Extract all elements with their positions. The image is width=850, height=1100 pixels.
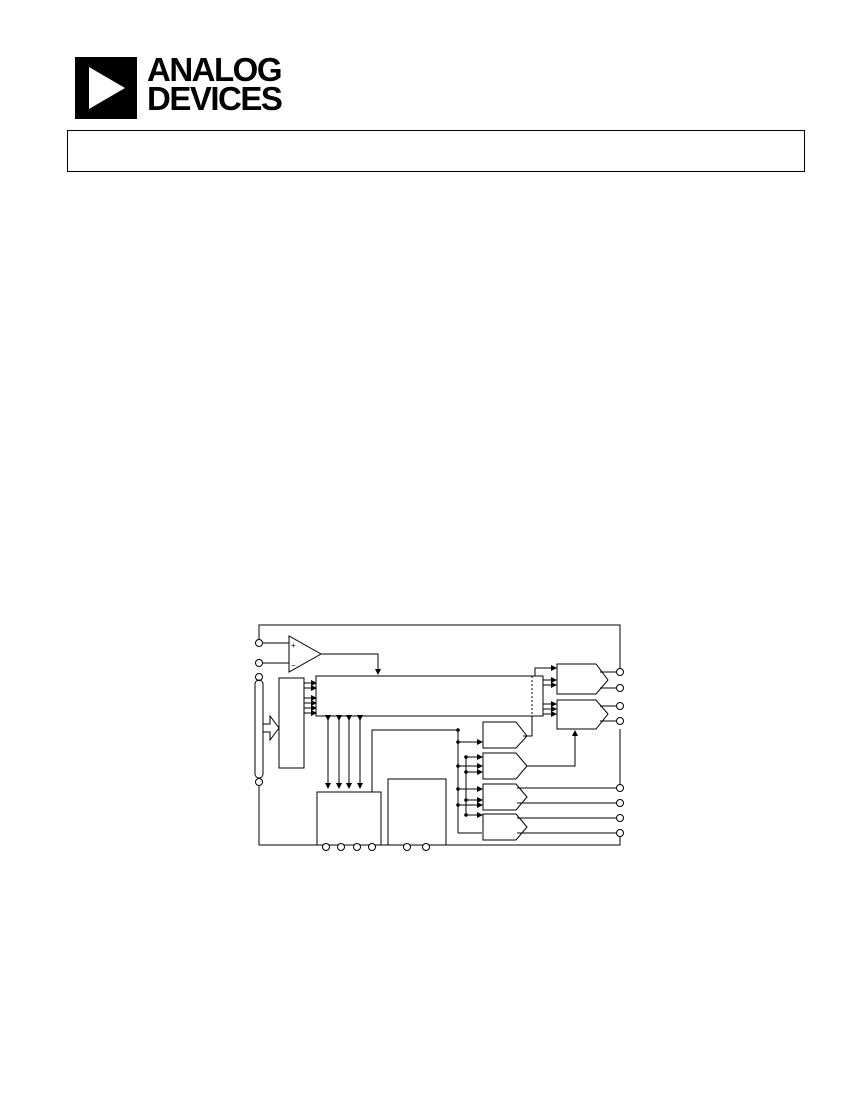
pin-terminal [616, 799, 624, 807]
pin-terminal [353, 843, 361, 851]
output-driver [556, 663, 609, 695]
pin-terminal [403, 843, 411, 851]
title-box [67, 130, 805, 172]
pin-terminal [337, 843, 345, 851]
amplifier-block: + − [288, 635, 323, 673]
pin-terminal [255, 673, 263, 681]
pin-terminal [616, 717, 624, 725]
control-block [387, 778, 447, 846]
pin-terminal [616, 668, 624, 676]
output-driver [482, 752, 528, 780]
pin-terminal [422, 843, 430, 851]
logo-line-1: ANALOG [147, 51, 283, 88]
logo-triangle-icon [75, 57, 137, 119]
amp-plus-sign: + [291, 641, 296, 650]
pin-terminal [255, 778, 263, 786]
pin-terminal [616, 702, 624, 710]
input-bus [254, 679, 264, 779]
pin-terminal [368, 843, 376, 851]
functional-block-diagram: + − [254, 624, 624, 851]
pin-terminal [616, 829, 624, 837]
output-driver [482, 721, 528, 749]
logo-wordmark: ANALOG DEVICES [147, 51, 283, 117]
pin-terminal [255, 659, 263, 667]
amp-minus-sign: − [291, 661, 296, 670]
pin-terminal [616, 684, 624, 692]
pin-terminal [322, 843, 330, 851]
register-block [315, 675, 544, 717]
pin-terminal [616, 814, 624, 822]
memory-block [316, 791, 382, 846]
pin-terminal [255, 639, 263, 647]
logo-line-2: DEVICES [147, 80, 283, 117]
company-logo: ANALOG DEVICES [75, 51, 300, 121]
interface-block [278, 677, 305, 769]
output-driver [556, 699, 609, 730]
pin-terminal [616, 784, 624, 792]
